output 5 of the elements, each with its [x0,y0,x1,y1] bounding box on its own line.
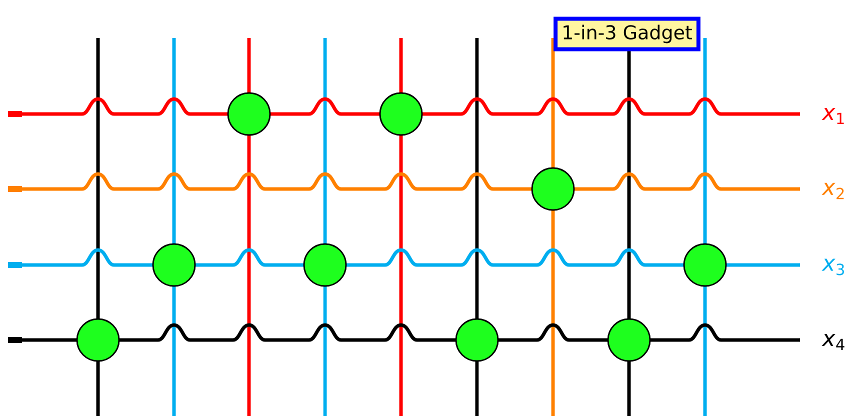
variable-label: x$_{2}$ [822,182,844,200]
variable-label: x$_{3}$ [822,258,844,276]
variable-label: x$_{4}$ [822,334,844,350]
gadget-label-box: 1-in-3 Gadget [554,16,700,52]
variable-label: x$_{1}$ [822,108,844,124]
